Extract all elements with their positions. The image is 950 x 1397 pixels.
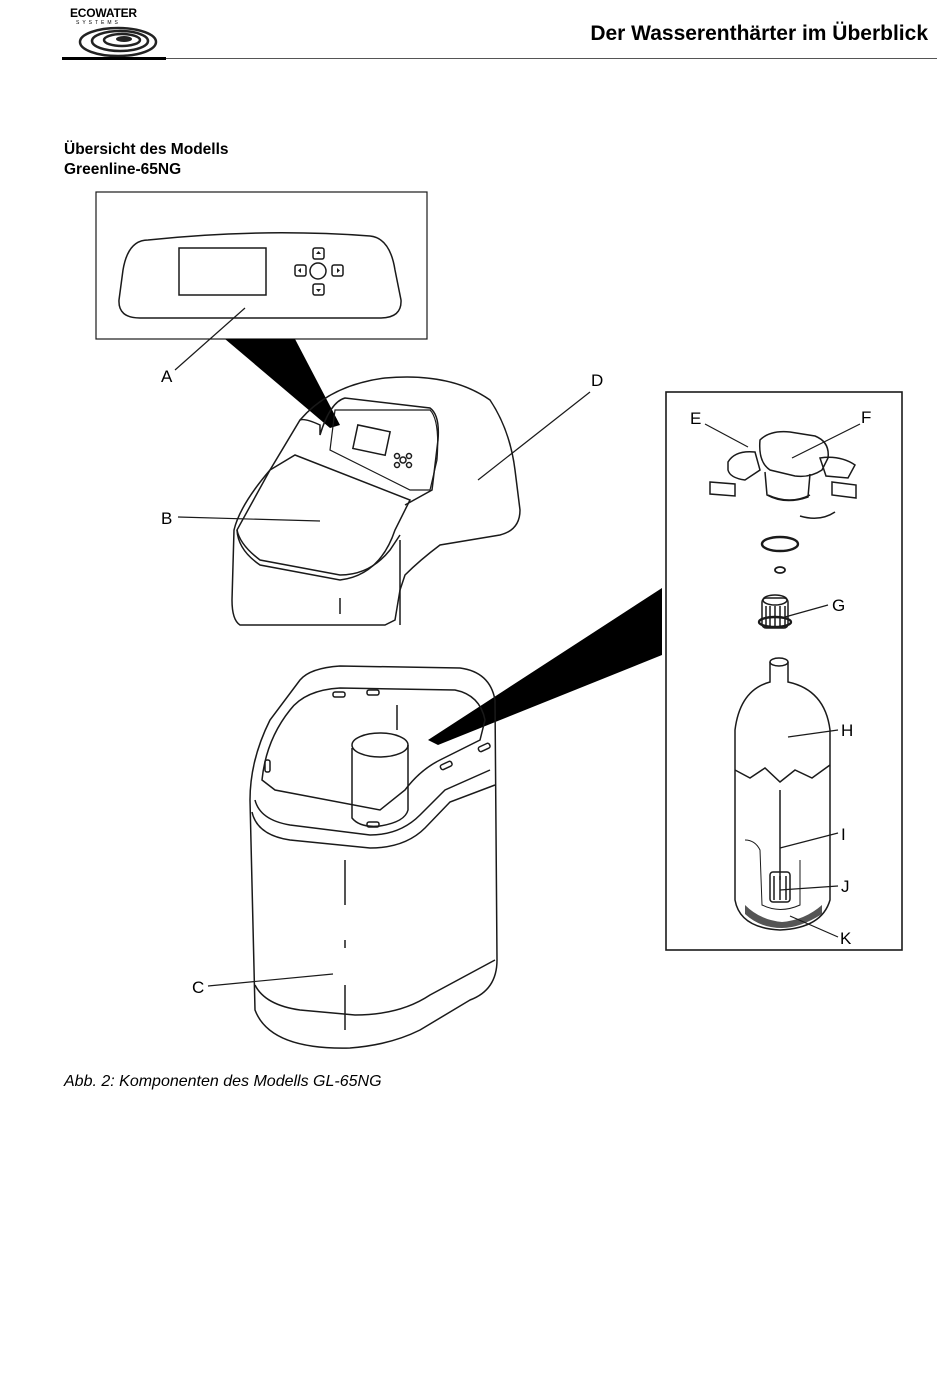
cabinet-rim xyxy=(262,688,485,810)
bypass-clip-right xyxy=(832,482,856,498)
label-c: C xyxy=(192,978,204,997)
o-ring-small xyxy=(775,567,785,573)
label-a: A xyxy=(161,367,173,386)
cabinet-top-outline xyxy=(232,377,520,625)
zoom-wedge-top xyxy=(225,339,340,428)
label-j: J xyxy=(841,877,850,896)
label-d: D xyxy=(591,371,603,390)
zoom-wedge-bottom xyxy=(428,588,662,745)
control-panel-inset-frame xyxy=(96,192,427,339)
valve-head xyxy=(760,432,829,477)
label-e: E xyxy=(690,409,701,428)
label-i: I xyxy=(841,825,846,844)
tank-left-wall xyxy=(735,662,770,790)
label-b: B xyxy=(161,509,172,528)
detail-box-frame xyxy=(666,392,902,950)
center-button xyxy=(310,263,326,279)
control-panel-outline xyxy=(119,233,401,318)
o-ring-large xyxy=(762,537,798,551)
label-g: G xyxy=(832,596,845,615)
label-k: K xyxy=(840,929,852,948)
bypass-clip-left xyxy=(710,482,735,496)
label-f: F xyxy=(861,408,871,427)
label-h: H xyxy=(841,721,853,740)
display-screen xyxy=(179,248,266,295)
unit-display xyxy=(353,425,390,455)
figure-caption: Abb. 2: Komponenten des Modells GL-65NG xyxy=(64,1073,382,1091)
